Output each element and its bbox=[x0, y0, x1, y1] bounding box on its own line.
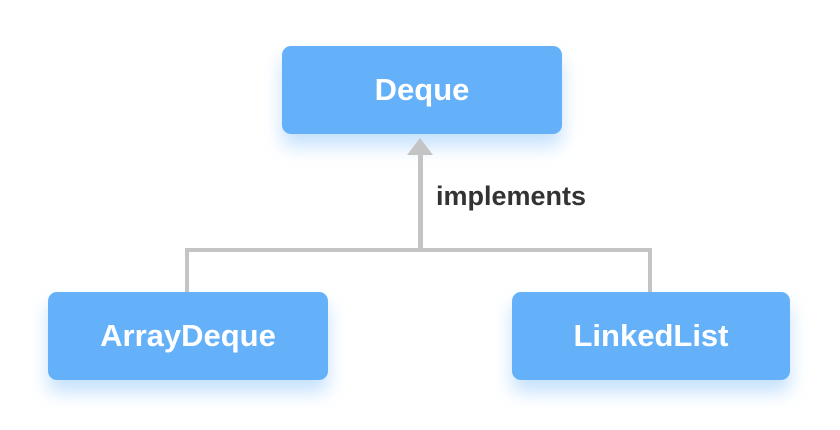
connector-horizontal-line bbox=[185, 248, 652, 252]
node-deque-label: Deque bbox=[374, 72, 470, 107]
arrow-up-head-icon bbox=[407, 138, 433, 155]
node-arraydeque: ArrayDeque bbox=[48, 292, 328, 380]
connector-left-drop-line bbox=[185, 250, 189, 292]
node-arraydeque-label: ArrayDeque bbox=[100, 318, 276, 353]
connector-right-drop-line bbox=[648, 250, 652, 292]
implements-arrow-shaft bbox=[418, 153, 423, 250]
node-linkedlist: LinkedList bbox=[512, 292, 790, 380]
node-deque: Deque bbox=[282, 46, 562, 134]
edge-label-implements: implements bbox=[436, 181, 587, 211]
node-linkedlist-label: LinkedList bbox=[573, 318, 729, 353]
